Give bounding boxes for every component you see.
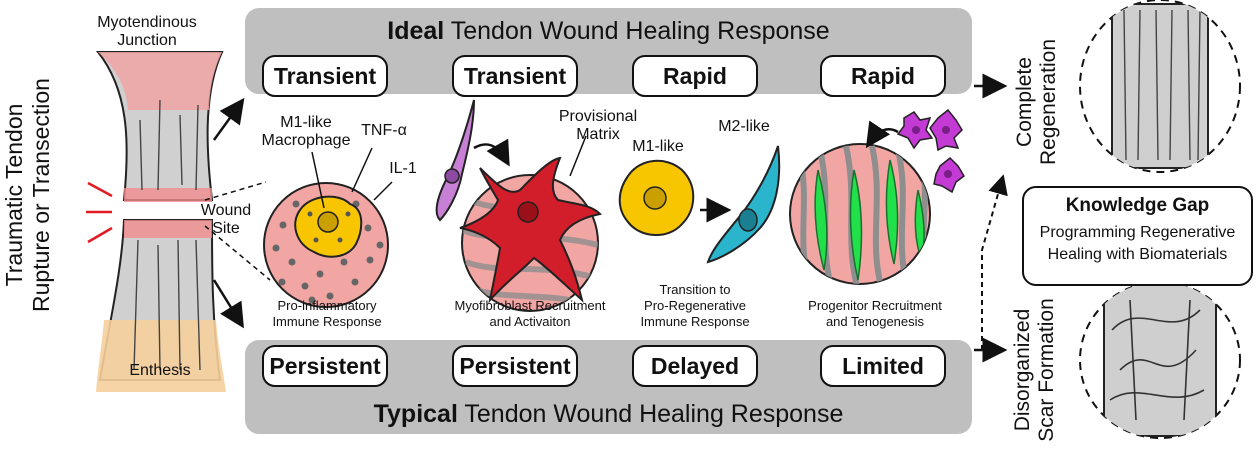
scar-circle xyxy=(1080,282,1240,438)
tnf-label: TNF-α xyxy=(354,122,414,140)
ideal-pill-3: Rapid xyxy=(632,55,758,97)
knowledge-gap-box: Knowledge Gap Programming Regenerative H… xyxy=(1022,186,1253,286)
dashed-gap-arrow xyxy=(982,180,1002,350)
typical-pill-3: Delayed xyxy=(632,345,758,387)
il1-pointer xyxy=(374,182,392,200)
progenitor-recruit-arrow xyxy=(870,129,898,142)
tnf-pointer xyxy=(352,148,372,192)
m2-like-label: M2-like xyxy=(704,118,784,136)
typical-pill-1: Persistent xyxy=(262,345,388,387)
il1-label: IL-1 xyxy=(378,160,428,178)
m2-cell xyxy=(708,146,779,262)
knowledge-gap-title: Knowledge Gap xyxy=(1024,194,1251,218)
fibroblast-cell xyxy=(437,100,474,220)
m1-like-label: M1-like xyxy=(618,138,698,156)
myofibroblast-circle xyxy=(460,158,600,311)
typical-pill-4: Limited xyxy=(820,345,946,387)
knowledge-gap-line2: Healing with Biomaterials xyxy=(1024,244,1251,266)
inflammatory-circle xyxy=(264,183,388,307)
ideal-pill-1: Transient xyxy=(262,55,388,97)
regeneration-circle xyxy=(1080,0,1240,172)
progenitor-circle xyxy=(790,144,930,290)
wound-mark-top xyxy=(88,183,112,196)
enthesis-label: Enthesis xyxy=(110,362,210,380)
knowledge-gap-line1: Programming Regenerative xyxy=(1024,222,1251,244)
recruitment-arrow xyxy=(474,144,506,160)
arrow-to-typical xyxy=(214,280,240,322)
wound-mark-bottom xyxy=(88,228,112,242)
typical-pill-2: Persistent xyxy=(452,345,578,387)
enthesis-zone xyxy=(96,320,226,392)
ideal-pill-4: Rapid xyxy=(820,55,946,97)
wound-pink-upper xyxy=(124,188,212,202)
zoom-line-top xyxy=(205,182,266,200)
ideal-pill-2: Transient xyxy=(452,55,578,97)
arrow-to-ideal xyxy=(214,104,240,140)
